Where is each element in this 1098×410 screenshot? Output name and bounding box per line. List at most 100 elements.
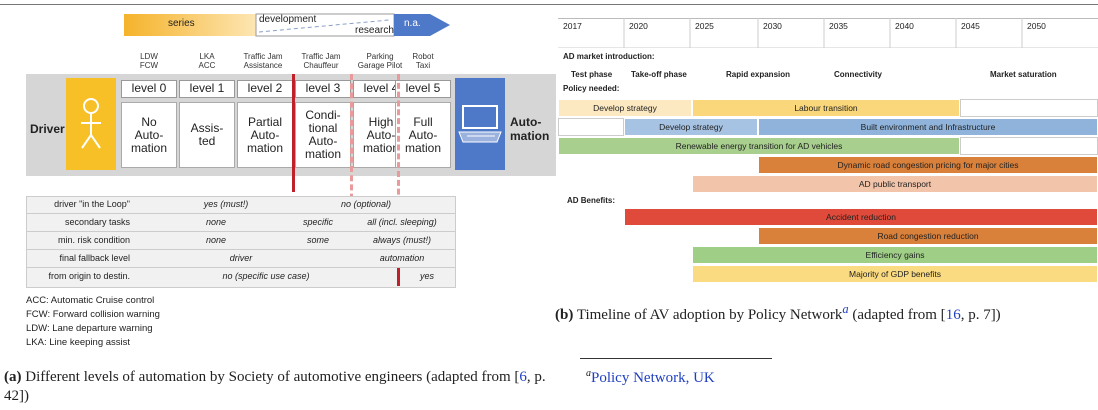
phase-research-label: research (355, 25, 394, 36)
level-0-desc: No Auto- mation (121, 102, 177, 168)
row-label: driver "in the Loop" (54, 199, 130, 209)
row-cell: specific (302, 217, 333, 227)
level-1-desc-text: Assis- ted (190, 121, 224, 148)
criteria-table (26, 196, 456, 288)
bar-renewable-energy: Renewable energy transition for AD vehic… (558, 137, 960, 155)
bar-congestion-reduction: Road congestion reduction (758, 227, 1098, 245)
year-2035: 2035 (829, 21, 848, 31)
bar-empty (960, 137, 1098, 155)
caption-a-ref[interactable]: 6 (519, 369, 527, 385)
caption-b-text: Timeline of AV adoption by Policy Networ… (576, 307, 843, 323)
row-cell: some (306, 235, 329, 245)
bar-accident-reduction: Accident reduction (624, 208, 1098, 226)
row-cell: yes (must!) (203, 199, 249, 209)
timeline-grid (558, 18, 1098, 286)
phase-takeoff: Take-off phase (631, 70, 687, 79)
year-2030: 2030 (763, 21, 782, 31)
driver-box (66, 78, 116, 170)
abbreviation-fcw: FCW: Forward collision warning (26, 309, 160, 320)
phase-na-label: n.a. (404, 18, 421, 29)
row-cell: always (must!) (372, 235, 431, 245)
phase-development-label: development (259, 14, 317, 25)
level-2-head: Traffic Jam Assistance (243, 52, 283, 70)
bar-public-transport: AD public transport (692, 175, 1098, 193)
row-cell: all (incl. sleeping) (367, 217, 437, 227)
caption-b-ref[interactable]: 16 (945, 307, 961, 323)
automation-label: Auto- mation (510, 115, 550, 143)
level-0-head: LDW FCW (139, 52, 159, 70)
caption-b-text2: (adapted from [ (848, 307, 946, 323)
laptop-icon (458, 105, 502, 143)
footnote-rule (580, 358, 772, 359)
policy-needed-label: Policy needed: (563, 84, 620, 93)
caption-a-label: (a) (4, 369, 22, 385)
bar-built-environment: Built environment and Infrastructure (758, 118, 1098, 136)
level-4-desc-text: High Auto- mation (362, 114, 400, 155)
header-gridlines (558, 18, 1098, 49)
row-cell: none (205, 217, 227, 227)
driver-label: Driver (30, 122, 65, 136)
year-2040: 2040 (895, 21, 914, 31)
level-5-badge: level 5 (395, 80, 451, 98)
footnote-link[interactable]: Policy Network, UK (591, 370, 715, 386)
bar-empty (558, 118, 624, 136)
row-cell: yes (419, 271, 434, 281)
level-3-desc: Condi- tional Auto- mation (295, 102, 351, 168)
level-2-desc: Partial Auto- mation (237, 102, 293, 168)
level-3-head: Traffic Jam Chauffeur (301, 52, 341, 70)
row-label: min. risk condition (57, 235, 130, 245)
table-row: from origin to destin. no (specific use … (26, 268, 456, 286)
level-2-badge: level 2 (237, 80, 293, 98)
table-row: min. risk condition none some always (mu… (26, 232, 456, 250)
bar-gdp-benefits: Majority of GDP benefits (692, 265, 1098, 283)
bar-develop-strategy-1: Develop strategy (558, 99, 692, 117)
bar-labour-transition: Labour transition (692, 99, 960, 117)
year-2020: 2020 (629, 21, 648, 31)
phase-rapid: Rapid expansion (726, 70, 791, 79)
row-cell: no (optional) (340, 199, 392, 209)
automation-box (455, 78, 505, 170)
level-5-desc-text: Full Auto- mation (404, 114, 442, 155)
level-5-desc: Full Auto- mation (395, 102, 451, 168)
row-cell: automation (379, 253, 425, 263)
divider-dashed-l5 (397, 74, 400, 274)
benefits-label: AD Benefits: (567, 196, 616, 205)
caption-b-sup: a (842, 302, 848, 316)
bar-empty (960, 99, 1098, 117)
year-2017: 2017 (563, 21, 582, 31)
level-3-badge: level 3 (295, 80, 351, 98)
table-red-mark (397, 268, 400, 286)
phase-arrow (124, 12, 450, 38)
level-0-badge: level 0 (121, 80, 177, 98)
phase-arrow-graphic (124, 13, 450, 37)
top-rule (0, 4, 1098, 5)
level-1-badge: level 1 (179, 80, 235, 98)
level-1-head: LKA ACC (198, 52, 216, 70)
divider-dashed-l4 (350, 74, 353, 264)
bar-road-pricing: Dynamic road congestion pricing for majo… (758, 156, 1098, 174)
caption-b-footnote-link[interactable]: a (842, 302, 849, 316)
row-cell: driver (229, 253, 253, 263)
market-intro-label: AD market introduction: (563, 52, 655, 61)
bar-develop-strategy-2: Develop strategy (624, 118, 758, 136)
level-4-head: Parking Garage Pilot (357, 52, 403, 70)
level-2-desc-text: Partial Auto- mation (246, 114, 284, 155)
table-row: final fallback level driver automation (26, 250, 456, 268)
caption-a-text: Different levels of automation by Societ… (25, 369, 520, 385)
footnote-sup: a (586, 368, 591, 379)
abbreviation-lka: LKA: Line keeping assist (26, 337, 131, 348)
abbreviation-ldw: LDW: Lane departure warning (26, 323, 153, 334)
row-cell: no (specific use case) (222, 271, 310, 281)
phase-saturation: Market saturation (990, 70, 1057, 79)
row-label: secondary tasks (64, 217, 130, 227)
phase-series-label: series (168, 18, 195, 29)
level-0-desc-text: No Auto- mation (130, 114, 168, 155)
bar-efficiency-gains: Efficiency gains (692, 246, 1098, 264)
stick-figure-icon (81, 98, 101, 149)
caption-b-label: (b) (555, 307, 574, 323)
level-3-desc-text: Condi- tional Auto- mation (304, 108, 342, 161)
caption-a: (a) Different levels of automation by So… (4, 368, 564, 406)
level-1-desc: Assis- ted (179, 102, 235, 168)
row-label: final fallback level (59, 253, 130, 263)
caption-b: (b) Timeline of AV adoption by Policy Ne… (555, 300, 1098, 325)
